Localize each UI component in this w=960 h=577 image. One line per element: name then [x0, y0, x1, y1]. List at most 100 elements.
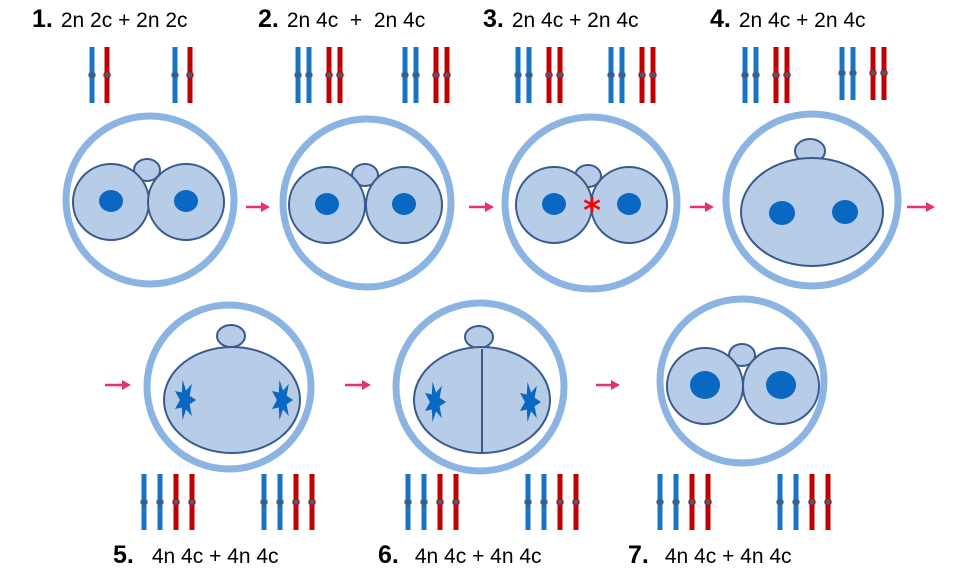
arrow-1-to-2	[246, 202, 270, 212]
stage-7-formula: 4n 4c + 4n 4c	[664, 545, 792, 568]
stage-3-left-chromosomes-2-centromere	[545, 71, 553, 79]
stage-7-left-chromosomes-3-centromere	[704, 498, 712, 506]
stage-6-label: 6. 4n 4c + 4n 4c	[378, 541, 542, 570]
stage-3-right-nucleolus	[617, 193, 641, 215]
stage-3-right-chromosomes-3-centromere	[649, 71, 657, 79]
stage-1-number: 1.	[32, 5, 53, 33]
stage-6-right-chromosomes-0-centromere	[524, 498, 532, 506]
stage-2-right-chromosomes-3-centromere	[443, 71, 451, 79]
stage-1-formula: 2n 2c + 2n 2c	[60, 9, 188, 32]
stage-1-right-chromosomes-1-centromere	[186, 71, 194, 79]
stage-2-right-nucleolus	[392, 193, 416, 215]
stage-5-right-chromosome-cluster	[272, 379, 294, 421]
stage-2-left-chromosomes-0-centromere	[294, 71, 302, 79]
stage-7-left-chromosomes-1-centromere	[672, 498, 680, 506]
stage-4-formula: 2n 4c + 2n 4c	[738, 9, 866, 32]
stage-4-number: 4.	[710, 5, 731, 33]
stage-6-right-chromosome-cluster	[520, 381, 541, 423]
stage-1-right-nucleolus	[174, 190, 198, 212]
stage-3-right-chromosomes-2-centromere	[638, 71, 646, 79]
stage-5-right-chromosomes-1-centromere	[276, 498, 284, 506]
stage-6-right-chromosomes-2-centromere	[556, 498, 564, 506]
stage-2-polar-body	[351, 163, 379, 187]
arrow-3-to-4	[690, 202, 714, 212]
stage-5-left-chromosomes-2-centromere	[172, 498, 180, 506]
stage-2-formula: 2n 4c + 2n 4c	[286, 9, 426, 32]
stage-7-right-chromosomes-1-centromere	[792, 498, 800, 506]
stage-5-formula: 4n 4c + 4n 4c	[151, 545, 279, 568]
stage-1-polar-body	[133, 158, 161, 182]
stage-3-left-chromosomes-3-centromere	[556, 71, 564, 79]
stage-4-right-chromosomes-1-centromere	[849, 69, 857, 77]
arrow-5-in-head	[122, 380, 131, 390]
arrow-4-out	[907, 202, 935, 212]
stage-2-left-nucleolus	[315, 193, 339, 215]
arrow-3-to-4-head	[705, 202, 714, 212]
stage-5-right-chromosomes-3-centromere	[308, 498, 316, 506]
stage-5-right-chromosomes-0-centromere	[260, 498, 268, 506]
stage-6-polar-body	[464, 325, 494, 349]
stage-7-polar-body	[728, 343, 756, 367]
stage-7-label: 7. 4n 4c + 4n 4c	[628, 541, 792, 570]
stage-6-left-chromosome-cluster	[425, 381, 447, 423]
stage-6-formula: 4n 4c + 4n 4c	[414, 545, 542, 568]
stage-6-right-chromosomes-1-centromere	[540, 498, 548, 506]
stage-5-nucleus	[163, 346, 301, 454]
stage-4-left-nucleolus	[769, 201, 795, 225]
stage-7-right-chromosomes-3-centromere	[824, 498, 832, 506]
stage-4-left-chromosomes-0-centromere	[741, 71, 749, 79]
stage-6-number: 6.	[378, 541, 399, 569]
stage-2-right-chromosomes-1-centromere	[412, 71, 420, 79]
arrow-1-to-2-head	[261, 202, 270, 212]
stage-4-right-chromosomes-3-centromere	[880, 69, 888, 77]
stage-3-formula: 2n 4c + 2n 4c	[511, 9, 639, 32]
fusion-star-icon: *	[583, 191, 601, 231]
stage-6-left-chromosomes-2-centromere	[436, 498, 444, 506]
arrow-2-to-3-head	[485, 202, 494, 212]
stage-5-left-chromosomes-0-centromere	[140, 498, 148, 506]
stage-7-number: 7.	[628, 541, 649, 569]
stage-3-left-chromosomes-1-centromere	[525, 71, 533, 79]
stage-1-right-chromosomes-0-centromere	[171, 71, 179, 79]
stage-4-label: 4. 2n 4c + 2n 4c	[710, 5, 866, 34]
arrow-6-to-7	[596, 380, 620, 390]
stage-2-right-chromosomes-0-centromere	[401, 71, 409, 79]
stage-7-left-chromosomes-2-centromere	[688, 498, 696, 506]
stage-3-left-nucleolus	[542, 193, 566, 215]
stage-3-right-chromosomes-0-centromere	[607, 71, 615, 79]
stage-1-left-chromosomes-0-centromere	[88, 71, 96, 79]
arrow-5-in	[105, 380, 131, 390]
stage-6-left-chromosomes-3-centromere	[452, 498, 460, 506]
stage-5-number: 5.	[113, 541, 134, 569]
stage-4-zygote-nucleus	[740, 157, 884, 267]
stage-4-left-chromosomes-2-centromere	[772, 71, 780, 79]
stage-4-right-nucleolus	[832, 200, 858, 224]
stage-2-number: 2.	[258, 5, 279, 33]
stage-5-left-chromosomes-1-centromere	[156, 498, 164, 506]
stage-2-left-chromosomes-1-centromere	[305, 71, 313, 79]
stage-7-right-nucleolus	[766, 371, 796, 399]
arrow-2-to-3	[469, 202, 494, 212]
stage-4-right-chromosomes-2-centromere	[869, 69, 877, 77]
stage-3-label: 3.2n 4c + 2n 4c	[483, 5, 639, 34]
stage-1-label: 1. 2n 2c + 2n 2c	[32, 5, 188, 34]
stage-7-left-nucleolus	[690, 371, 720, 399]
stage-2-label: 2. 2n 4c + 2n 4c	[258, 5, 425, 34]
arrow-6-to-7-head	[611, 380, 620, 390]
stage-1-left-nucleolus	[99, 190, 123, 212]
stage-3-left-chromosomes-0-centromere	[514, 71, 522, 79]
arrow-5-to-6-head	[362, 380, 371, 390]
stage-5-right-chromosomes-2-centromere	[292, 498, 300, 506]
stage-7-left-chromosomes-0-centromere	[656, 498, 664, 506]
stage-4-left-chromosomes-1-centromere	[752, 71, 760, 79]
stage-5-label: 5. 4n 4c + 4n 4c	[113, 541, 279, 570]
stage-7-right-chromosomes-2-centromere	[808, 498, 816, 506]
stage-6-left-chromosomes-1-centromere	[420, 498, 428, 506]
stage-2-right-chromosomes-2-centromere	[432, 71, 440, 79]
stage-4-right-chromosomes-0-centromere	[838, 69, 846, 77]
arrow-5-to-6	[345, 380, 371, 390]
stage-1-left-chromosomes-1-centromere	[103, 71, 111, 79]
stage-5-left-chromosomes-3-centromere	[188, 498, 196, 506]
stage-5-left-chromosome-cluster	[175, 379, 197, 421]
